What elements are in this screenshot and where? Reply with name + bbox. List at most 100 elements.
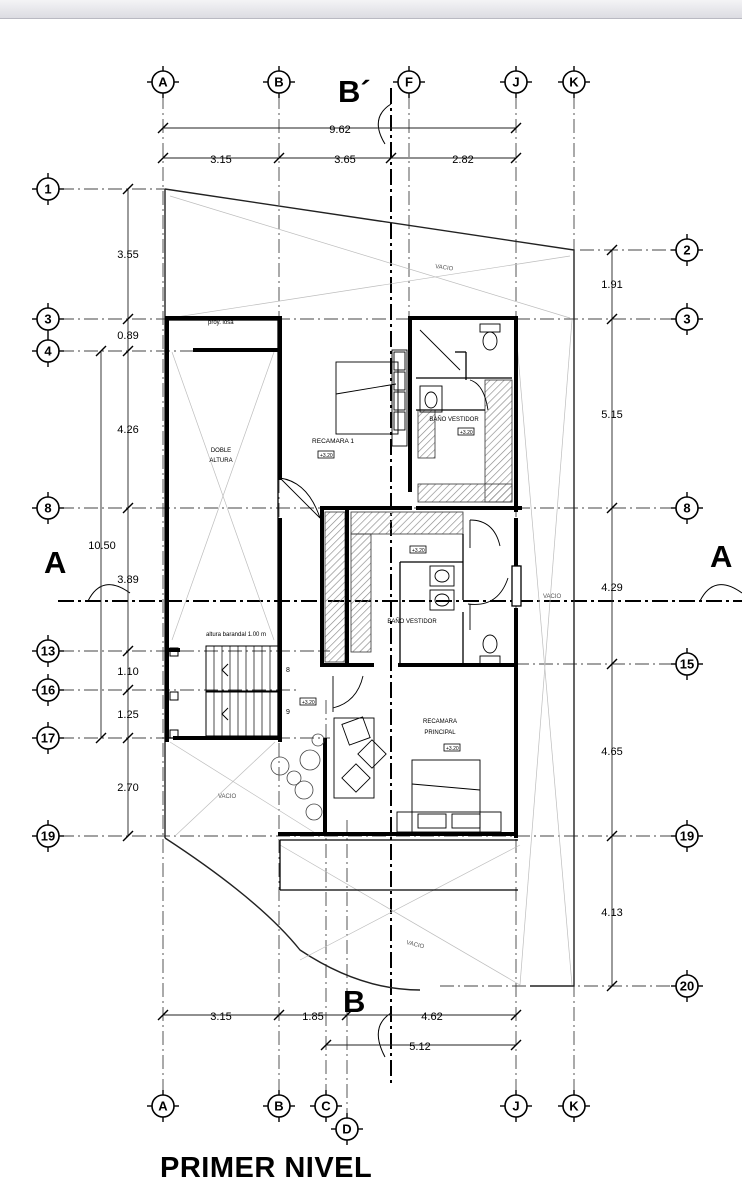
dim-top-1: 3.15 xyxy=(210,154,231,166)
void-diagonals xyxy=(169,195,573,986)
label-recamara-1: RECAMARA 1 xyxy=(312,438,354,445)
grid-bubble-bottom-1: B xyxy=(263,1090,295,1122)
thin-walls xyxy=(167,319,522,891)
level-tag-4: +3.20 xyxy=(302,700,315,706)
dim-right-1: 1.91 xyxy=(601,279,622,291)
section-mark-a-left: A xyxy=(44,545,66,580)
window-top-bar xyxy=(0,0,742,19)
grid-bubble-left-7-label: 19 xyxy=(41,829,55,844)
grid-bubble-left-3: 8 xyxy=(32,492,64,524)
grid-bubble-right-0: 2 xyxy=(671,234,703,266)
grid-bubble-bottom-3-label: D xyxy=(342,1122,351,1137)
grid-bubble-top-2: F xyxy=(393,66,425,98)
plan-title: PRIMER NIVEL xyxy=(160,1152,373,1184)
label-recamara-principal-1: RECAMARA xyxy=(423,719,457,725)
plan-text: 9.62 3.15 3.65 2.82 3.15 1.85 4.62 5.12 … xyxy=(44,74,732,1053)
grid-bubble-right-2-label: 8 xyxy=(683,501,690,516)
grid-bubble-bottom-2-label: C xyxy=(321,1099,331,1114)
grid-bubble-bottom-1-label: B xyxy=(274,1099,283,1114)
dim-left-1: 3.55 xyxy=(117,249,138,261)
grid-bubble-right-0-label: 2 xyxy=(683,243,690,258)
level-tags xyxy=(299,427,475,752)
level-tag-3: +3.20 xyxy=(412,548,425,554)
dim-top-total: 9.62 xyxy=(329,124,350,136)
grid-bubble-left-4-label: 13 xyxy=(41,644,55,659)
grid-bubble-left-0: 1 xyxy=(32,173,64,205)
dim-top-2: 3.65 xyxy=(334,154,355,166)
grid-bubble-left-5-label: 16 xyxy=(41,683,55,698)
dim-left-3: 4.26 xyxy=(117,424,138,436)
grid-bubble-left-6: 17 xyxy=(32,722,64,754)
section-mark-a-right: A xyxy=(710,539,732,574)
grid-bubble-top-1-label: B xyxy=(274,75,283,90)
grid-bubble-top-4: K xyxy=(558,66,590,98)
bathroom-1-fixtures xyxy=(419,323,501,413)
dim-bottom-1: 3.15 xyxy=(210,1011,231,1023)
dim-bottom-3: 4.62 xyxy=(421,1011,442,1023)
grid-bubble-right-5: 20 xyxy=(671,970,703,1002)
hatched-walls xyxy=(324,379,513,663)
grid-bubble-right-1: 3 xyxy=(671,303,703,335)
dimension-lines xyxy=(100,127,613,1046)
bed-recamara-1 xyxy=(335,349,408,447)
grid-bubble-right-1-label: 3 xyxy=(683,312,690,327)
label-vacio-right: VACIO xyxy=(543,594,562,600)
dim-right-2: 5.15 xyxy=(601,409,622,421)
master-bedroom-furniture xyxy=(333,716,502,835)
grid-bubble-right-2: 8 xyxy=(671,492,703,524)
dim-right-3: 4.29 xyxy=(601,582,622,594)
dim-left-2: 0.89 xyxy=(117,330,138,342)
grid-bubble-right-4: 19 xyxy=(671,820,703,852)
dim-left-7: 2.70 xyxy=(117,782,138,794)
dim-right-4: 4.65 xyxy=(601,746,622,758)
label-vacio-left: VACIO xyxy=(218,794,237,800)
grid-bubble-right-5-label: 20 xyxy=(680,979,694,994)
grid-bubble-bottom-4: J xyxy=(500,1090,532,1122)
grid-bubble-top-0-label: A xyxy=(158,75,168,90)
label-stair-8: 8 xyxy=(286,667,290,674)
grid-bubble-bottom-5: K xyxy=(558,1090,590,1122)
grid-bubble-left-2: 4 xyxy=(32,335,64,367)
grid-bubble-top-3-label: J xyxy=(512,75,519,90)
bathroom-2-fixtures xyxy=(429,565,501,665)
dim-left-4: 3.89 xyxy=(117,574,138,586)
dim-bottom-sub: 5.12 xyxy=(409,1041,430,1053)
grid-bubble-left-2-label: 4 xyxy=(44,344,52,359)
grid-bubble-left-0-label: 1 xyxy=(44,182,51,197)
label-doble-altura-2: ALTURA xyxy=(209,458,232,464)
grid-bubble-left-1-label: 3 xyxy=(44,312,51,327)
label-vacio-bottom: VACIO xyxy=(406,940,425,950)
label-vacio-top: VACIO xyxy=(435,264,454,273)
grid-bubble-left-3-label: 8 xyxy=(44,501,51,516)
level-tag-1: +3.20 xyxy=(320,453,333,459)
label-stair-9: 9 xyxy=(286,709,290,716)
grid-bubble-top-2-label: F xyxy=(405,75,413,90)
grid-bubble-bottom-0: A xyxy=(147,1090,179,1122)
level-tag-5: +3.20 xyxy=(446,746,459,752)
door-swings xyxy=(279,329,509,712)
section-mark-b-bottom: B xyxy=(343,984,365,1019)
stair-arrows xyxy=(221,663,229,721)
grid-bubble-right-3-label: 15 xyxy=(680,657,694,672)
section-cut-lines xyxy=(58,88,742,1085)
label-doble-altura-1: DOBLE xyxy=(211,448,231,454)
grid-bubble-top-3: J xyxy=(500,66,532,98)
dimension-ticks xyxy=(95,122,618,1051)
label-bano-vestidor-1: BAÑO VESTIDOR xyxy=(429,416,479,423)
section-arrows xyxy=(87,103,742,1058)
label-proy-losa: proy. losa xyxy=(208,320,234,326)
grid-bubble-left-5: 16 xyxy=(32,674,64,706)
grid-bubble-left-1: 3 xyxy=(32,303,64,335)
dim-right-5: 4.13 xyxy=(601,907,622,919)
grid-bubble-bottom-5-label: K xyxy=(569,1099,579,1114)
level-tag-2: +3.20 xyxy=(460,430,473,436)
grid-bubble-left-4: 13 xyxy=(32,635,64,667)
dim-left-6: 1.25 xyxy=(117,709,138,721)
grid-bubble-left-7: 19 xyxy=(32,820,64,852)
dim-bottom-2: 1.85 xyxy=(302,1011,323,1023)
grid-bubble-bottom-2: C xyxy=(310,1090,342,1122)
grid-bubble-bottom-0-label: A xyxy=(158,1099,168,1114)
section-mark-b-top: B´ xyxy=(338,74,371,109)
grid-bubble-bottom-4-label: J xyxy=(512,1099,519,1114)
